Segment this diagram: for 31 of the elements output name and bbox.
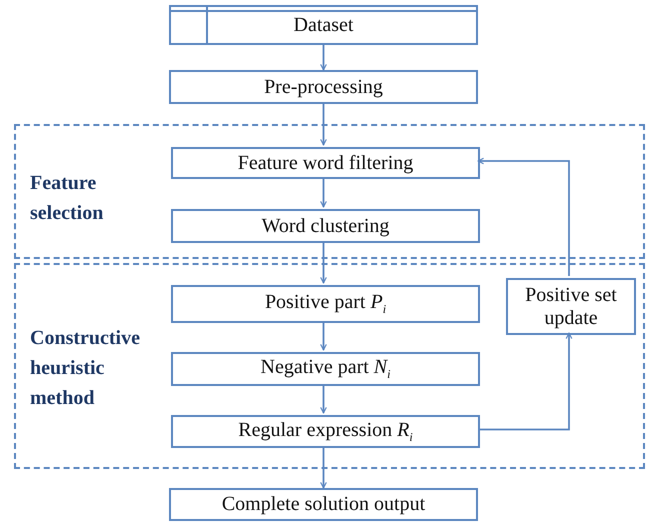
process-box [171, 147, 480, 179]
arrow [320, 321, 327, 351]
arrow [320, 104, 327, 146]
process-box [169, 488, 478, 521]
arrow [320, 45, 327, 71]
process-box [171, 285, 480, 323]
box-label: Regular expression R$_{i}$ [238, 418, 413, 444]
box-label: Positive set update [524, 284, 618, 330]
arrow [320, 177, 327, 208]
arrow [320, 241, 327, 284]
process-box [506, 278, 636, 335]
arrow [478, 332, 572, 430]
arrow [320, 384, 327, 414]
box-label: Complete solution output [222, 493, 426, 516]
group-label: Constructive heuristic method [30, 326, 141, 411]
process-box [169, 70, 478, 104]
arrow [477, 158, 570, 276]
dashed-group-frame [14, 263, 645, 469]
box-label: Feature word filtering [238, 152, 414, 174]
arrow [320, 446, 327, 489]
dataset-box [169, 5, 478, 45]
box-label: Pre-processing [264, 76, 383, 98]
box-label: Positive part P$_{i}$ [264, 291, 386, 317]
box-label: Word clustering [262, 214, 390, 238]
box-label: Negative part N$_{i}$ [260, 356, 390, 382]
process-box [171, 352, 480, 386]
process-box [171, 415, 480, 448]
process-box [171, 209, 480, 243]
box-label: Dataset [294, 14, 354, 36]
group-label: Feature selection [30, 171, 104, 226]
dashed-group-frame [14, 124, 645, 259]
